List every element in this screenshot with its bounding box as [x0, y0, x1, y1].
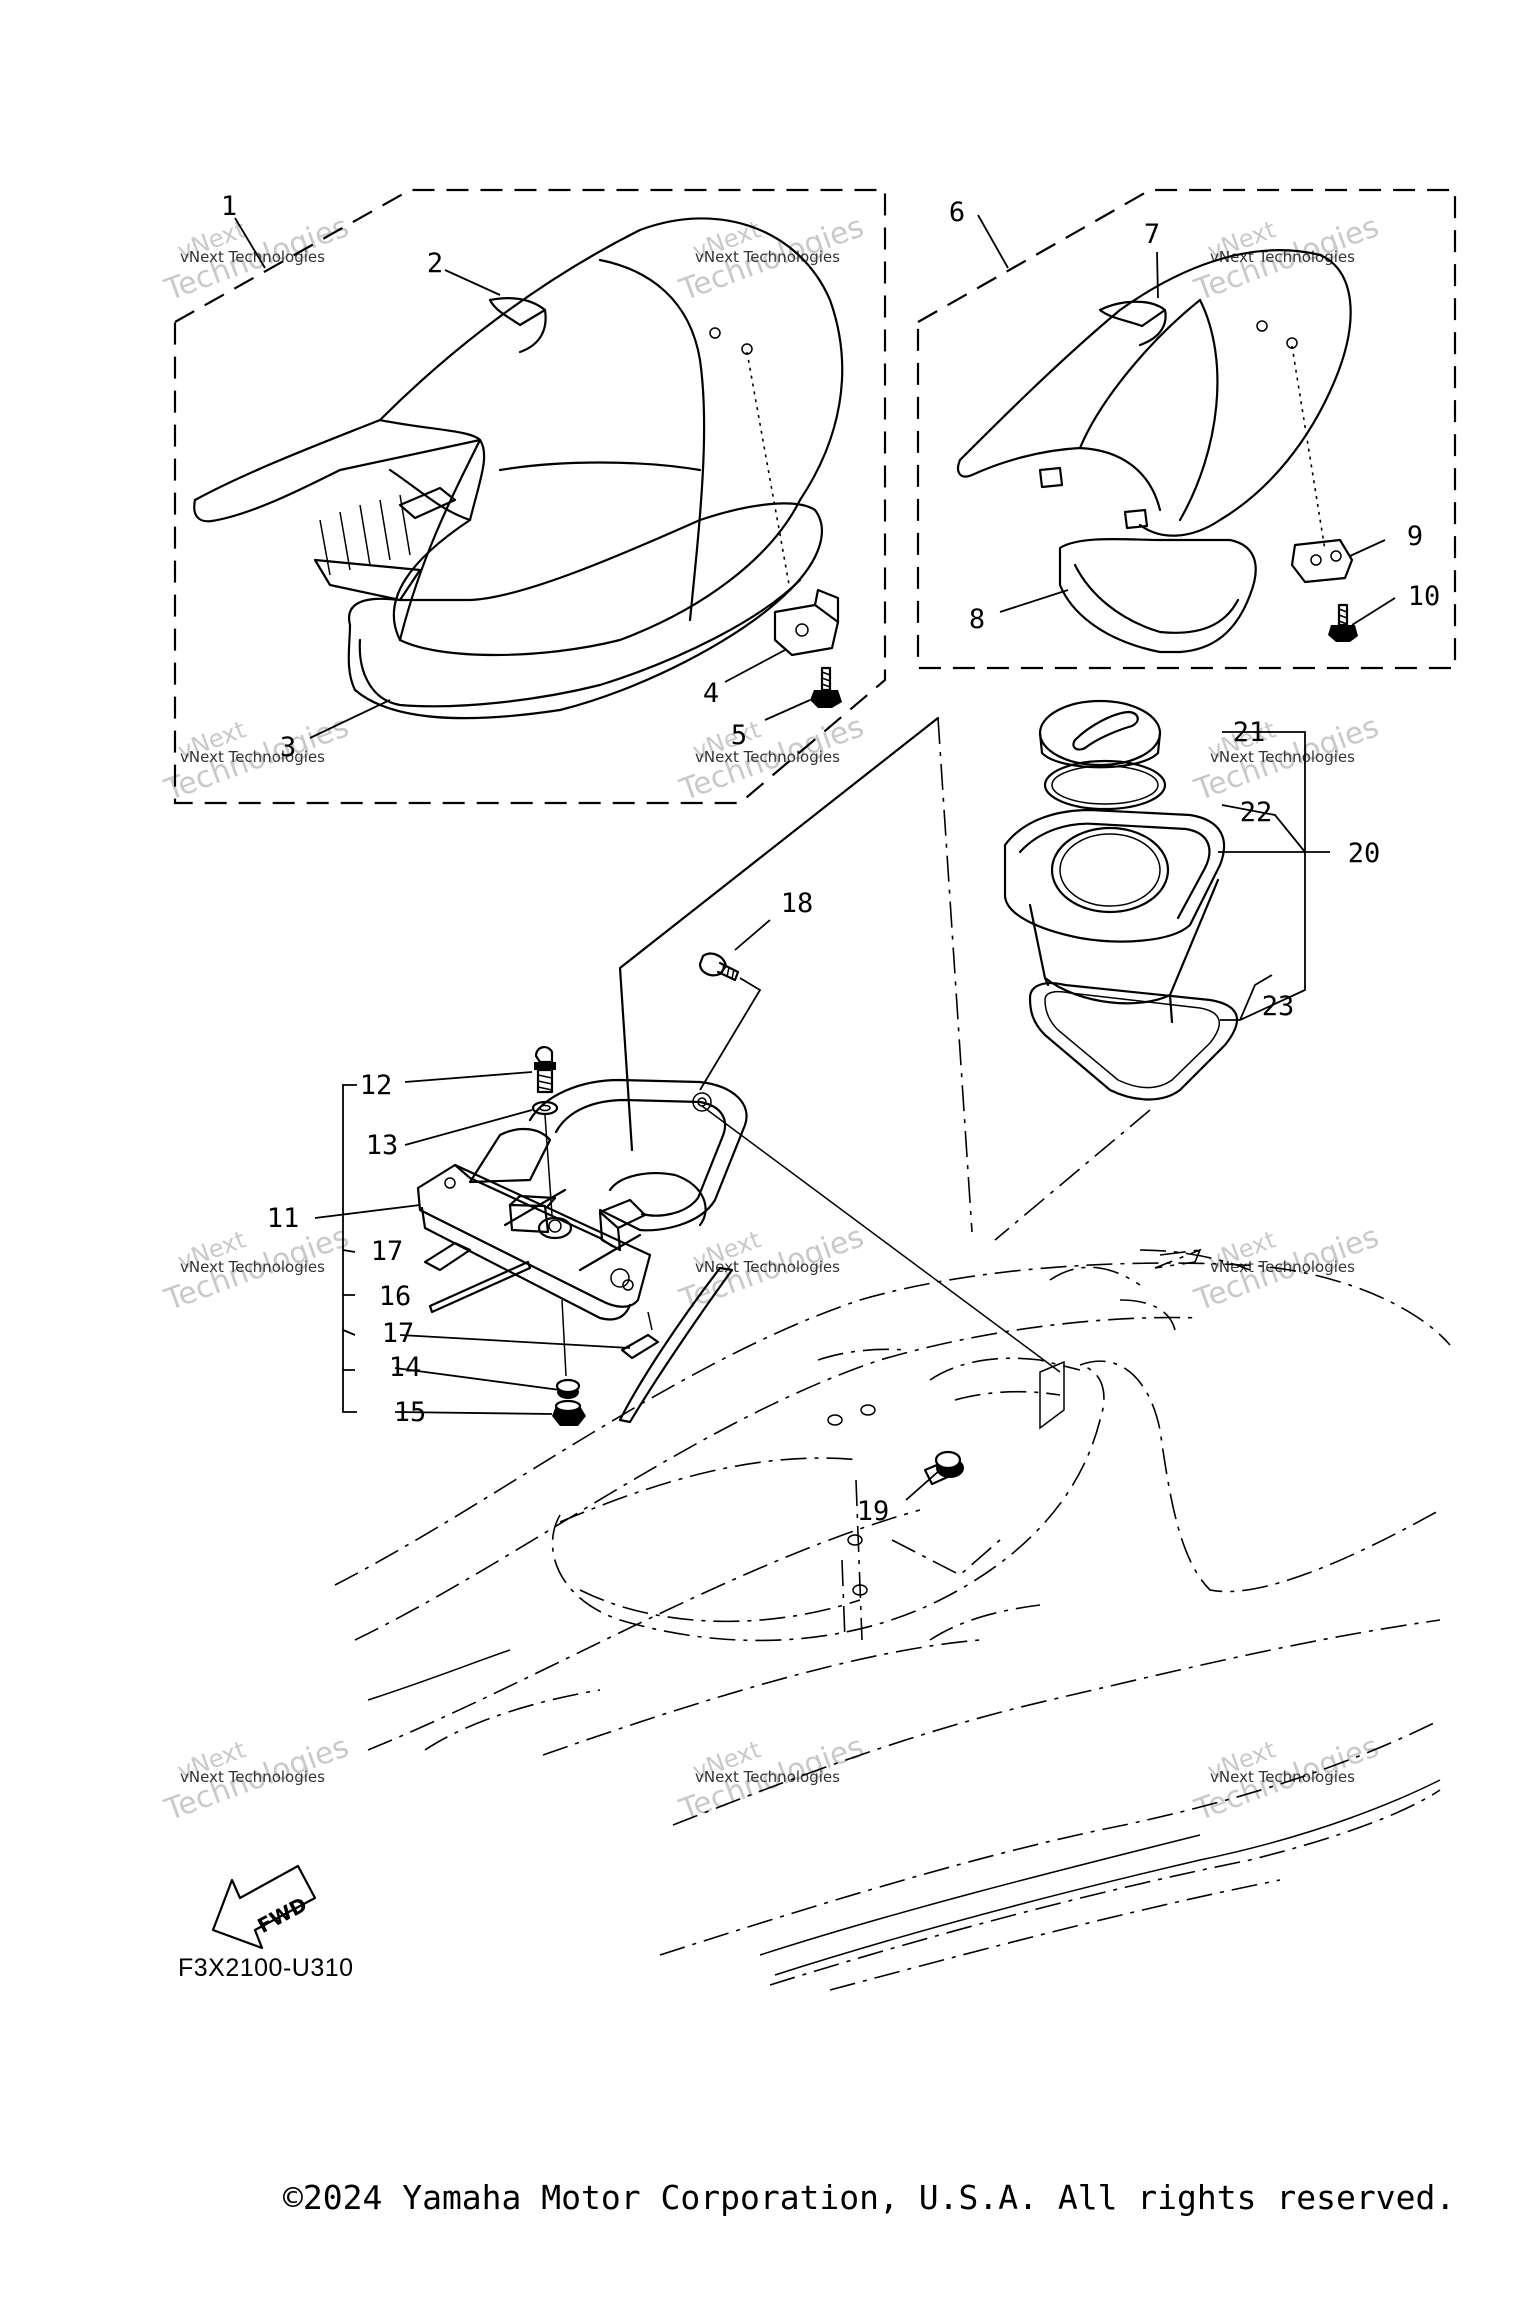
watermark-line1-9: vNext Technologies [180, 1768, 325, 1786]
watermark-line1-6: vNext Technologies [180, 1258, 325, 1276]
watermark-line1-1: vNext Technologies [695, 248, 840, 266]
pin-axis [544, 1114, 553, 1216]
rear-seat-bracket [1290, 538, 1354, 584]
hull-outline [334, 1248, 1451, 1991]
copyright-notice: ©2024 Yamaha Motor Corporation, U.S.A. A… [283, 2178, 1456, 2217]
callout-7: 7 [1143, 219, 1161, 250]
callout-20: 20 [1347, 838, 1381, 869]
cap-o-ring [1043, 759, 1167, 811]
pad-17-a [423, 1241, 472, 1272]
callout-17-b: 17 [381, 1318, 415, 1349]
seat-bracket [416, 1127, 652, 1321]
callout-4: 4 [702, 678, 720, 709]
watermark-line1-5: vNext Technologies [1210, 748, 1355, 766]
watermark-line1-11: vNext Technologies [1210, 1768, 1355, 1786]
watermark-line1-0: vNext Technologies [180, 248, 325, 266]
callout-19: 19 [856, 1496, 890, 1527]
storage-box-gasket [1028, 981, 1238, 1101]
front-seat [193, 217, 844, 657]
drawing-code: F3X2100-U310 [178, 1954, 354, 1982]
bolt-18-leader [699, 977, 762, 1091]
callout-11: 11 [266, 1203, 300, 1234]
callout-1: 1 [220, 191, 238, 222]
callout-22: 22 [1239, 797, 1273, 828]
callout-13: 13 [365, 1130, 399, 1161]
callout-8: 8 [968, 604, 986, 635]
nut-15 [552, 1399, 586, 1426]
bracket-ref-line [701, 1105, 1061, 1373]
callout-17-a: 17 [370, 1236, 404, 1267]
stud-line [561, 1299, 653, 1377]
front-link-line [618, 716, 940, 1152]
callout-18: 18 [780, 888, 814, 919]
front-seat-base [347, 502, 823, 720]
bolt-10 [1328, 603, 1358, 642]
box-link-line [937, 717, 973, 1233]
watermark-line1-10: vNext Technologies [695, 1768, 840, 1786]
bolt-18 [698, 952, 740, 982]
callout-14: 14 [388, 1352, 422, 1383]
callout-15: 15 [393, 1397, 427, 1428]
seat-lock-bracket [773, 588, 840, 657]
watermark-line1-4: vNext Technologies [695, 748, 840, 766]
grommet-19 [934, 1450, 964, 1478]
callout-5: 5 [730, 720, 748, 751]
watermark-line1-8: vNext Technologies [1210, 1258, 1355, 1276]
pad-17-b [620, 1333, 660, 1360]
strip-16 [428, 1260, 532, 1314]
pin-12 [534, 1046, 556, 1094]
callout-21: 21 [1232, 717, 1266, 748]
strip-long [618, 1266, 734, 1424]
storage-cap [1038, 699, 1162, 769]
leader-lines [234, 214, 1396, 1501]
callout-2: 2 [426, 248, 444, 279]
collar-14 [555, 1378, 581, 1399]
fwd-arrow-icon [211, 1864, 317, 1950]
rear-seat [956, 249, 1352, 551]
box-link-line-2 [994, 1109, 1151, 1241]
watermark-line1-3: vNext Technologies [180, 748, 325, 766]
callout-16: 16 [378, 1281, 412, 1312]
seat-bracket-frame [528, 1078, 748, 1232]
callout-12: 12 [359, 1070, 393, 1101]
callout-10: 10 [1407, 581, 1441, 612]
callout-9: 9 [1406, 521, 1424, 552]
seat-assembly-frame [173, 188, 887, 805]
rear-seat-base [1058, 537, 1257, 654]
callout-23: 23 [1261, 991, 1295, 1022]
rear-seat-frame [916, 188, 1457, 670]
bolt-5 [810, 666, 842, 708]
washer-13 [531, 1100, 559, 1116]
callout-3: 3 [279, 732, 297, 763]
callout-6: 6 [948, 197, 966, 228]
